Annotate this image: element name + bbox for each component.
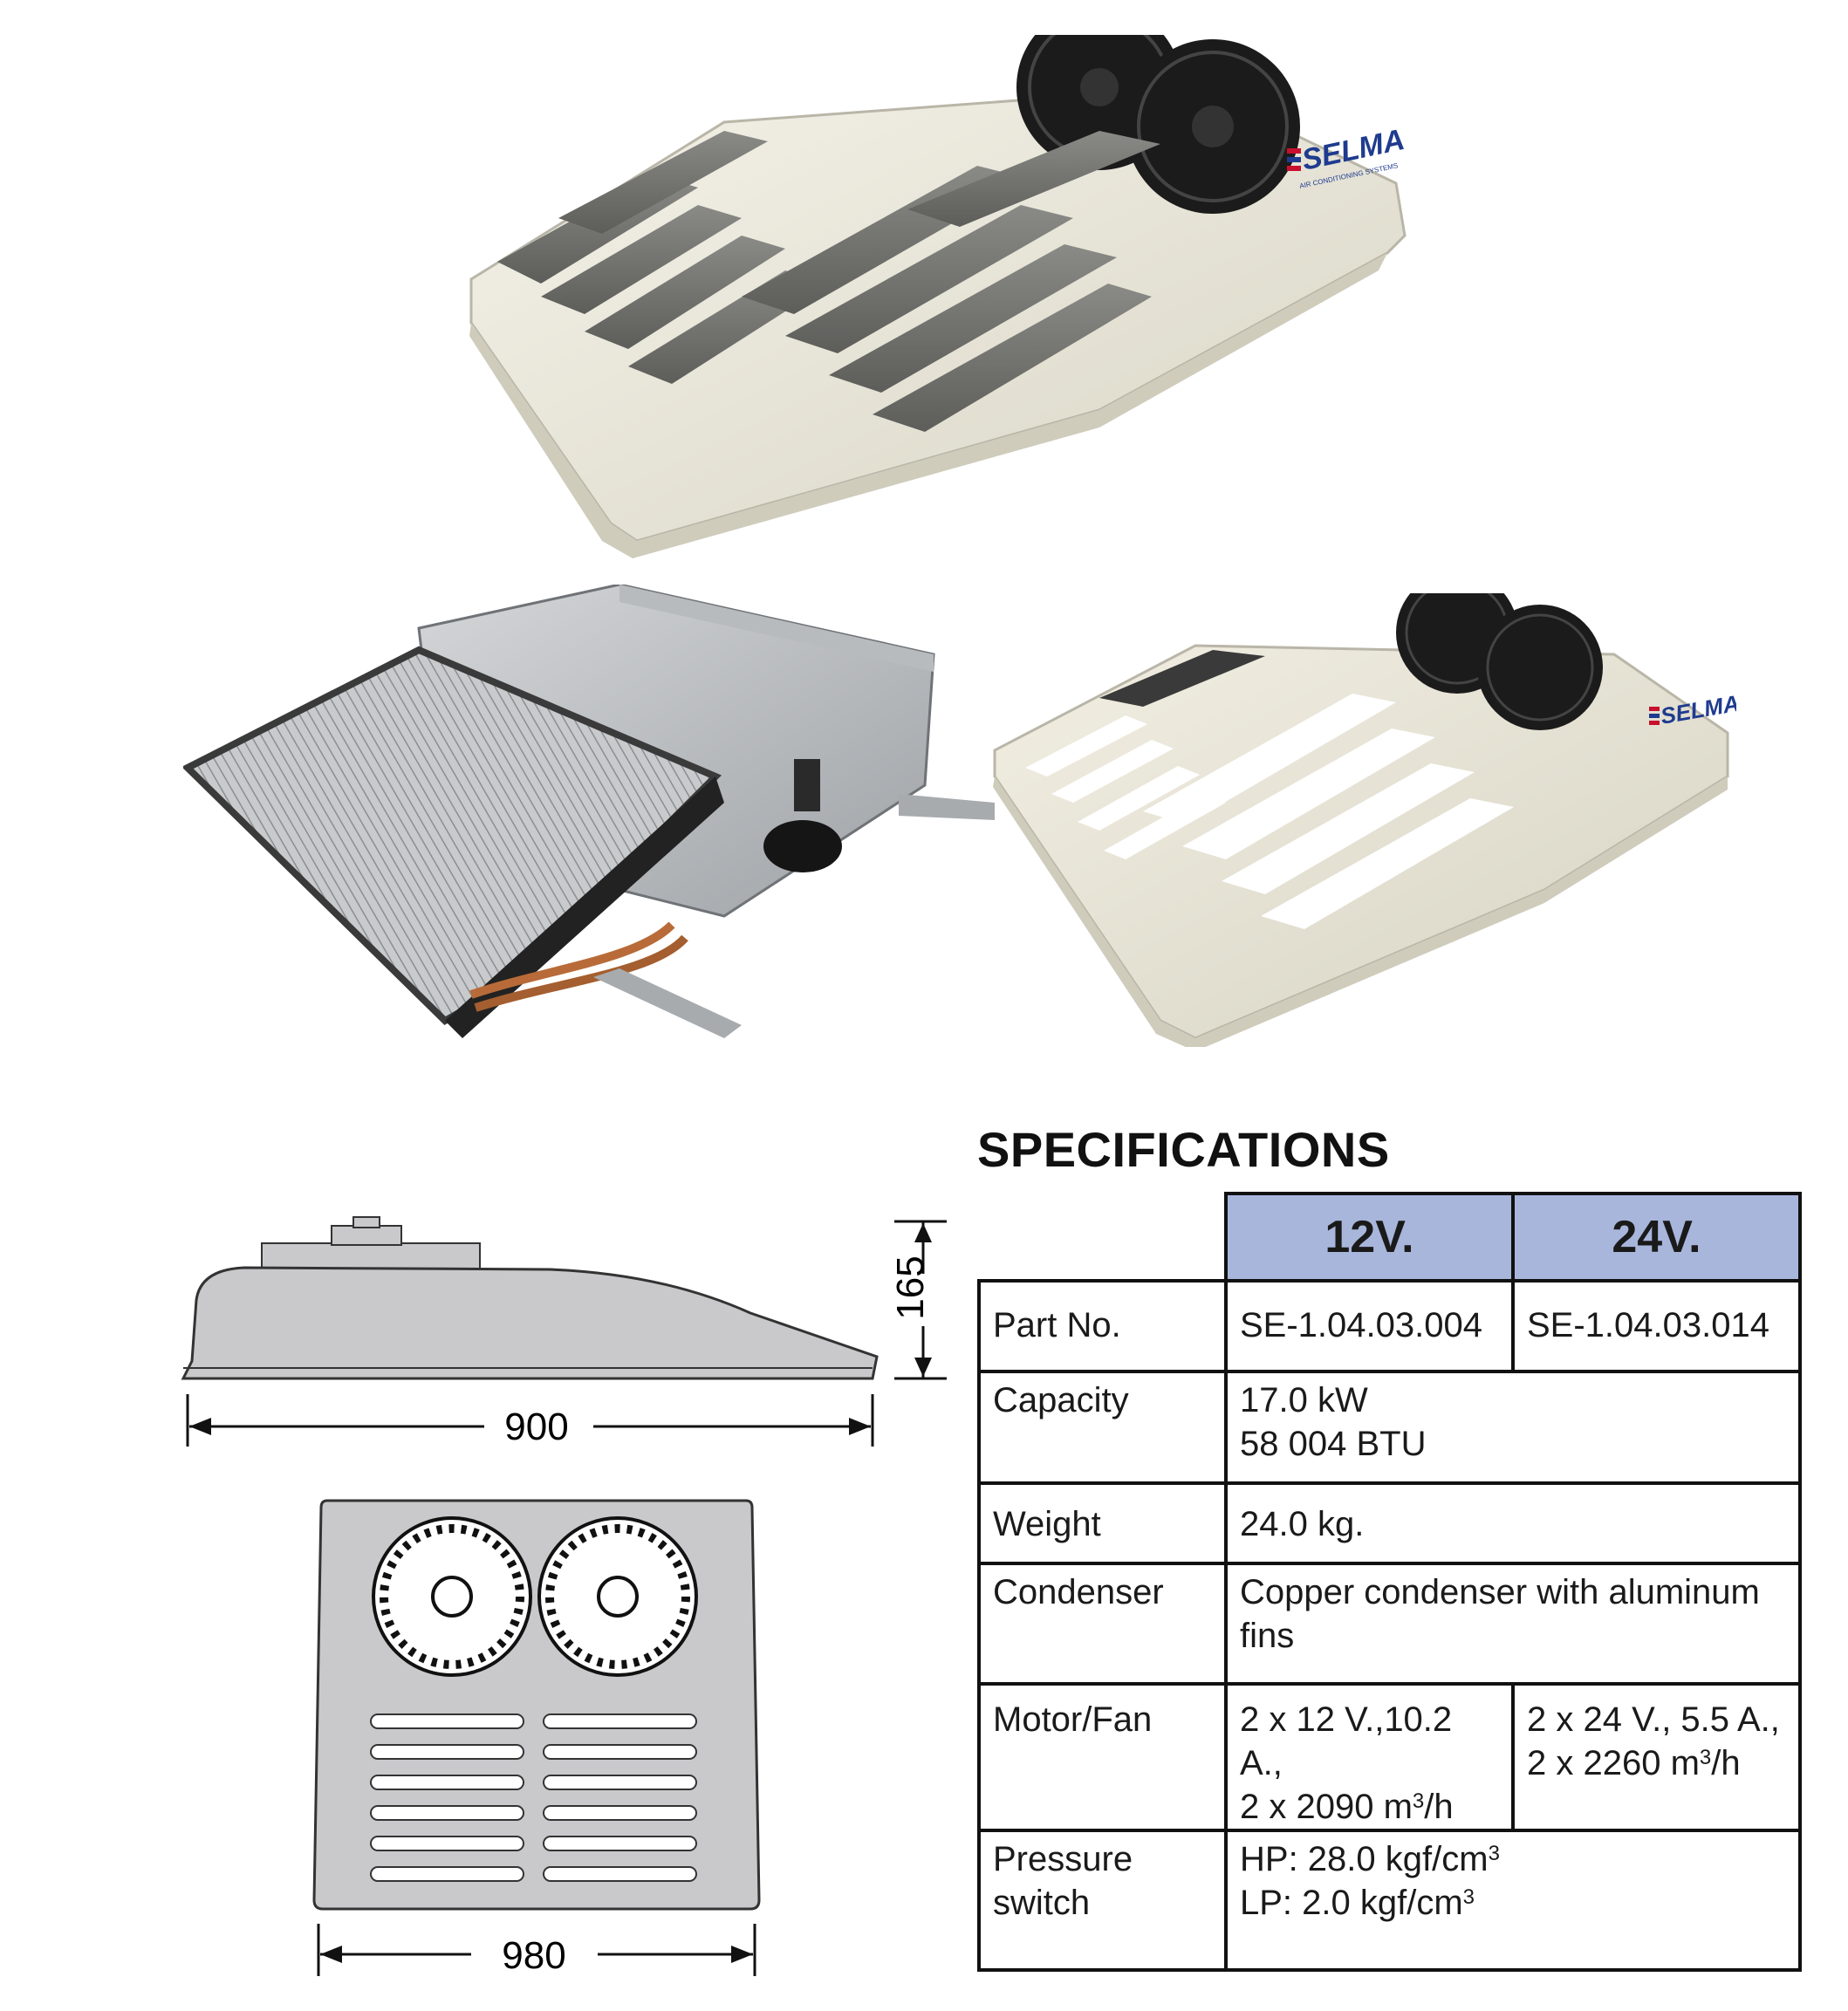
top-view-drawing: 980	[312, 1499, 761, 1977]
airflow-value: 2 x 2090 m	[1240, 1788, 1413, 1826]
product-photo-internal	[183, 585, 995, 1038]
capacity-value: 17.0 kW 58 004 BTU	[1224, 1370, 1802, 1485]
motor-fan-24v: 2 x 24 V., 5.5 A., 2 x 2260 m3/h	[1511, 1682, 1802, 1832]
weight-value: 24.0 kg.	[1224, 1481, 1802, 1565]
unit-superscript: 3	[1699, 1746, 1712, 1769]
row-label-part-no: Part No.	[977, 1279, 1228, 1373]
side-view-drawing: 165 900	[181, 1216, 947, 1448]
pressure-label-line2: switch	[993, 1884, 1091, 1922]
table-row: Pressure switch HP: 28.0 kgf/cm3 LP: 2.0…	[977, 1829, 1802, 1972]
airflow-value: 2 x 2260 m	[1527, 1744, 1700, 1782]
table-row: Condenser Copper condenser with aluminum…	[977, 1562, 1802, 1686]
motor-fan-24v-airflow: 2 x 2260 m3/h	[1527, 1741, 1786, 1785]
part-no-12v: SE-1.04.03.004	[1224, 1279, 1515, 1373]
row-label-weight: Weight	[977, 1481, 1228, 1565]
row-label-condenser: Condenser	[977, 1562, 1228, 1686]
length-dimension-label: 900	[504, 1406, 568, 1448]
unit-superscript: 3	[1488, 1842, 1500, 1865]
height-dimension-label: 165	[889, 1255, 932, 1319]
motor-fan-12v-airflow: 2 x 2090 m3/h	[1240, 1785, 1499, 1829]
lp-value: LP: 2.0 kgf/cm	[1240, 1884, 1463, 1922]
product-photo-cover: SELMA	[993, 593, 1736, 1047]
part-no-24v: SE-1.04.03.014	[1511, 1279, 1802, 1373]
capacity-kw: 17.0 kW	[1240, 1381, 1368, 1419]
pressure-label-line1: Pressure	[993, 1840, 1133, 1878]
fan-icon	[1126, 39, 1300, 214]
specifications-title: SPECIFICATIONS	[977, 1122, 1390, 1177]
table-row: Motor/Fan 2 x 12 V.,10.2 A., 2 x 2090 m3…	[977, 1682, 1802, 1832]
pressure-hp: HP: 28.0 kgf/cm3	[1240, 1837, 1786, 1881]
condenser-value: Copper condenser with aluminum fins	[1224, 1562, 1802, 1686]
unit-superscript: 3	[1412, 1789, 1425, 1813]
motor-fan-24v-power: 2 x 24 V., 5.5 A.,	[1527, 1700, 1780, 1739]
hp-value: HP: 28.0 kgf/cm	[1240, 1840, 1489, 1878]
unit-suffix: /h	[1424, 1788, 1454, 1826]
specifications-table: 12V. 24V. Part No. SE-1.04.03.004 SE-1.0…	[977, 1192, 1802, 1972]
width-dimension-label: 980	[502, 1934, 565, 1977]
table-corner-cell	[979, 1194, 1228, 1283]
table-row: Weight 24.0 kg.	[977, 1481, 1802, 1565]
product-photo-main: SELMA AIR CONDITIONING SYSTEMS	[469, 35, 1407, 558]
table-header-row: 12V. 24V.	[979, 1192, 1802, 1283]
unit-superscript: 3	[1462, 1885, 1475, 1909]
table-row: Part No. SE-1.04.03.004 SE-1.04.03.014	[977, 1279, 1802, 1373]
fan-icon	[372, 1516, 532, 1677]
fan-icon	[1477, 605, 1603, 730]
column-header-24v: 24V.	[1511, 1192, 1802, 1283]
table-row: Capacity 17.0 kW 58 004 BTU	[977, 1370, 1802, 1485]
motor-fan-12v-power: 2 x 12 V.,10.2 A.,	[1240, 1700, 1453, 1782]
fan-icon	[537, 1516, 698, 1677]
column-header-12v: 12V.	[1224, 1192, 1515, 1283]
capacity-btu: 58 004 BTU	[1240, 1425, 1427, 1463]
row-label-capacity: Capacity	[977, 1370, 1228, 1485]
pressure-switch-value: HP: 28.0 kgf/cm3 LP: 2.0 kgf/cm3	[1224, 1829, 1802, 1972]
motor-fan-12v: 2 x 12 V.,10.2 A., 2 x 2090 m3/h	[1224, 1682, 1515, 1832]
row-label-pressure-switch: Pressure switch	[977, 1829, 1228, 1972]
pressure-lp: LP: 2.0 kgf/cm3	[1240, 1881, 1786, 1925]
row-label-motor-fan: Motor/Fan	[977, 1682, 1228, 1832]
unit-suffix: /h	[1711, 1744, 1741, 1782]
